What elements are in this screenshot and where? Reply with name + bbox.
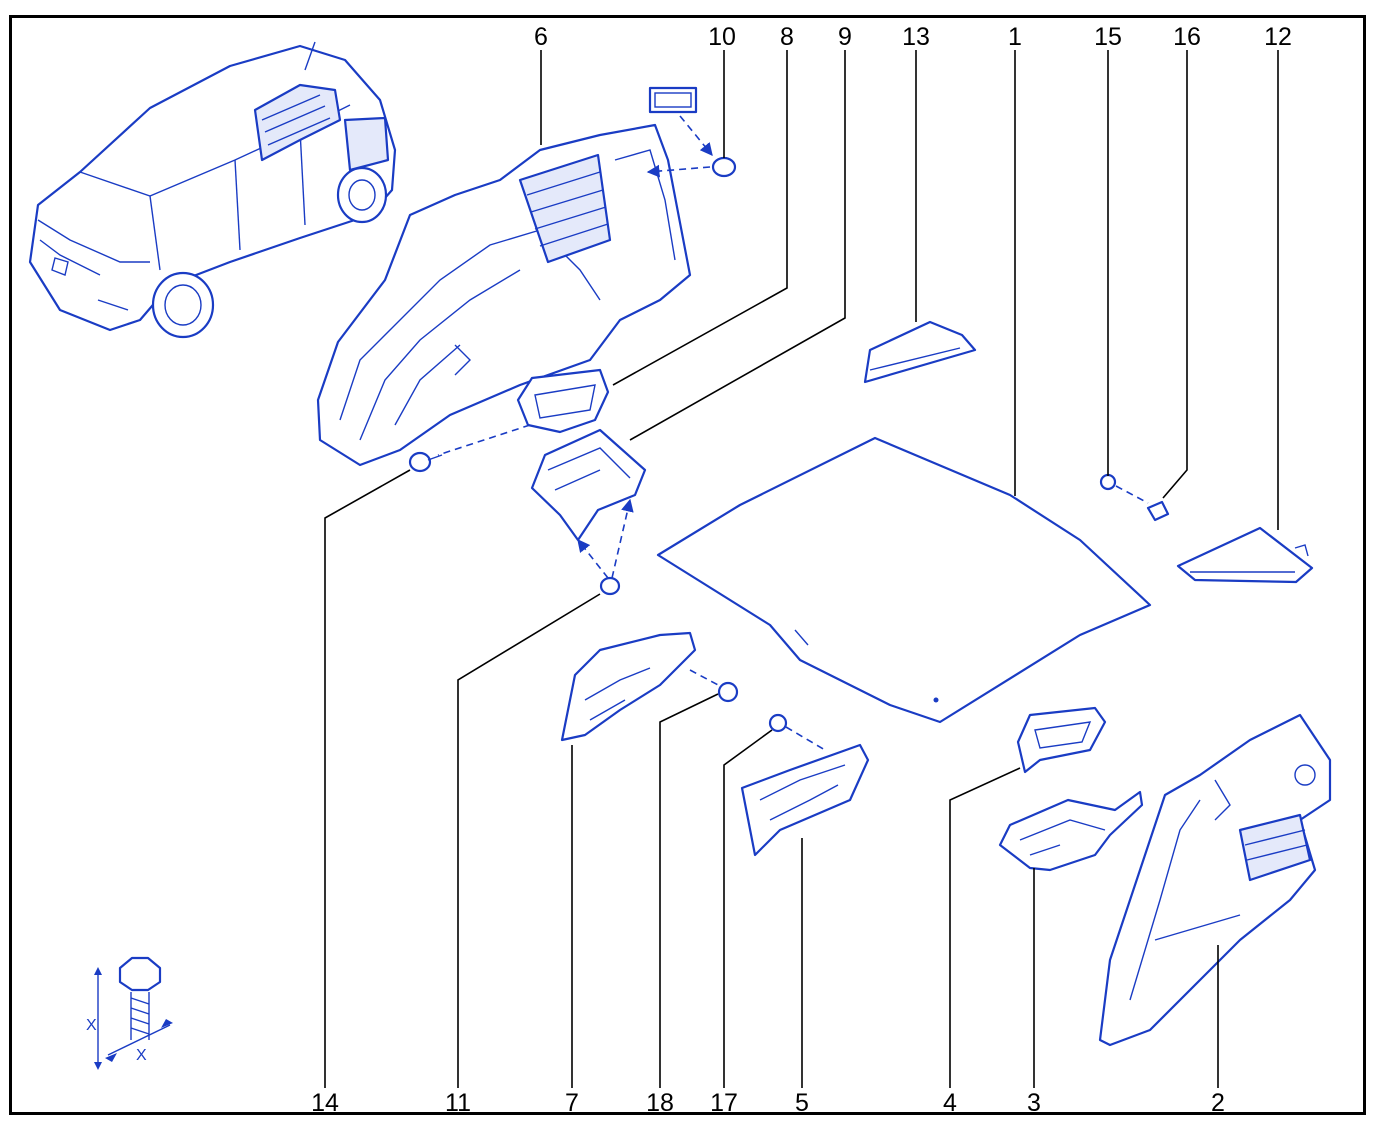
part-3-bracket [998, 790, 1144, 872]
bottom-callouts: 14 11 7 18 17 5 4 3 2 [311, 1089, 1225, 1117]
part-1-floor-mat [656, 436, 1152, 724]
callout-10: 10 [708, 23, 736, 51]
callout-3: 3 [1027, 1089, 1041, 1117]
callout-2: 2 [1211, 1089, 1225, 1117]
part-10-clip [646, 86, 737, 178]
bolt-legend: X X [86, 956, 173, 1070]
part-4-cup-holder [1016, 706, 1107, 774]
part-13-cover [863, 320, 977, 384]
part-5-bracket [740, 743, 870, 857]
part-2-right-trim [1098, 713, 1332, 1047]
part-11-nut [599, 576, 621, 596]
callout-13: 13 [902, 23, 930, 51]
part-7-trim [560, 631, 721, 742]
callout-1: 1 [1008, 23, 1022, 51]
callout-5: 5 [795, 1089, 809, 1117]
callout-4: 4 [943, 1089, 957, 1117]
callout-6: 6 [534, 23, 548, 51]
part-12-cover [1176, 526, 1314, 584]
callout-9: 9 [838, 23, 852, 51]
callout-15: 15 [1094, 23, 1122, 51]
part-17-screw [768, 713, 826, 751]
callout-11: 11 [445, 1089, 471, 1117]
top-leader-lines [540, 50, 1279, 530]
callout-7: 7 [565, 1089, 579, 1117]
part-8-cup-holder [516, 368, 610, 434]
callout-16: 16 [1173, 23, 1201, 51]
part-18-clip [717, 681, 739, 703]
part-16-clip [1146, 500, 1170, 522]
bottom-leader-lines [324, 469, 1219, 1088]
callout-17: 17 [710, 1089, 738, 1117]
part-6-left-trim [316, 123, 692, 467]
vehicle-illustration [28, 41, 397, 339]
callout-14: 14 [311, 1089, 339, 1117]
callout-12: 12 [1264, 23, 1292, 51]
diagram-frame [9, 15, 1366, 1115]
bolt-length-label: X [86, 1017, 97, 1034]
callout-18: 18 [646, 1089, 674, 1117]
top-callouts: 6 10 8 9 13 1 15 16 12 [534, 23, 1292, 51]
callout-8: 8 [780, 23, 794, 51]
part-14-screw [408, 424, 531, 473]
part-9-bracket [530, 428, 647, 579]
part-15-fastener [1099, 473, 1149, 504]
bolt-diameter-label: X [136, 1047, 147, 1064]
